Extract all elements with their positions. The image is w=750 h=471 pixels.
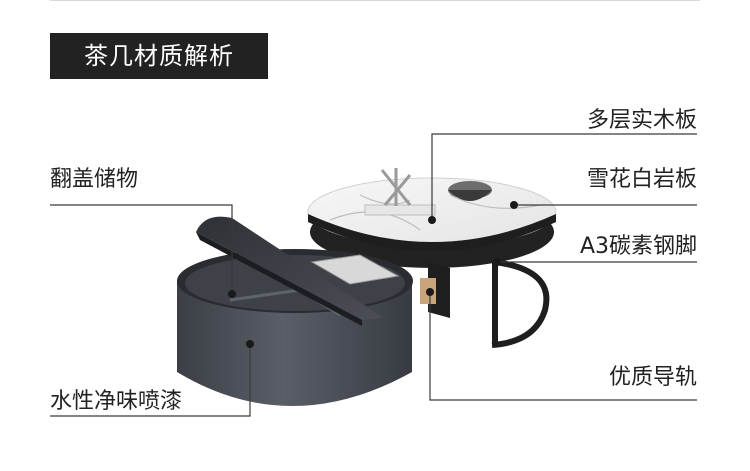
callout-line-rail <box>429 292 697 401</box>
label-steel-legs: A3碳素钢脚 <box>579 234 697 259</box>
callout-dot <box>426 288 434 296</box>
label-water-paint: 水性净味喷漆 <box>50 389 183 414</box>
decor-sculpture <box>380 168 412 206</box>
flip-lid <box>196 216 384 320</box>
label-multilayer-board: 多层实木板 <box>586 108 697 133</box>
label-rock-slab: 雪花白岩板 <box>586 167 697 192</box>
callout-dot <box>510 201 518 209</box>
callout-dot <box>428 216 436 224</box>
top-divider <box>50 0 700 1</box>
callout-dot <box>228 290 236 298</box>
decor-books <box>364 204 436 216</box>
callout-line-multilayer <box>431 133 697 220</box>
callout-line-paint <box>50 344 251 417</box>
section-title: 茶几材质解析 <box>50 33 268 79</box>
callout-lines <box>50 133 697 417</box>
callout-dots <box>228 201 518 348</box>
callout-line-storage <box>50 204 233 294</box>
callout-dot <box>246 340 254 348</box>
table-leg-ring <box>491 259 550 348</box>
callout-dot <box>493 258 501 266</box>
stored-magazines <box>310 254 400 285</box>
label-quality-rail: 优质导轨 <box>608 365 697 390</box>
label-flip-storage: 翻盖储物 <box>50 167 139 192</box>
tabletop-edge <box>308 214 556 251</box>
storage-cabinet <box>177 216 413 406</box>
